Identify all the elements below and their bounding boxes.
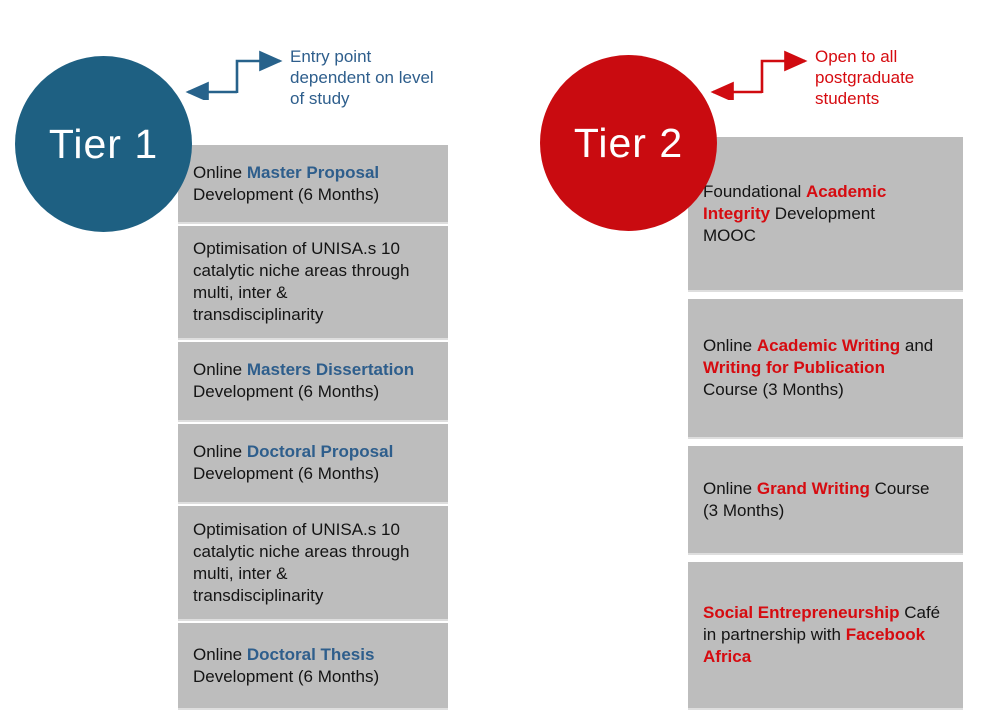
tier1-label: Tier 1 bbox=[48, 120, 159, 167]
tier2-box-2: Online Academic Writing and Writing for … bbox=[688, 299, 963, 437]
tier2-label: Tier 2 bbox=[573, 119, 684, 166]
tier1-box-2: Optimisation of UNISA.s 10 catalytic nic… bbox=[178, 226, 448, 338]
tier1-box-3: Online Masters Dissertation Development … bbox=[178, 342, 448, 420]
tier2-box-3-text: Online Grand Writing Course (3 Months) bbox=[703, 478, 930, 520]
tier1-connector-arrow-icon bbox=[185, 50, 283, 100]
tier1-box-1: Online Master Proposal Development (6 Mo… bbox=[178, 145, 448, 222]
tier1-box-column: Online Master Proposal Development (6 Mo… bbox=[178, 145, 448, 708]
tier2-box-3: Online Grand Writing Course (3 Months) bbox=[688, 446, 963, 553]
tier1-box-6: Online Doctoral Thesis Development (6 Mo… bbox=[178, 623, 448, 708]
tier2-box-4-text: Social Entrepreneurship Café in partners… bbox=[703, 603, 941, 666]
tier1-box-5-text: Optimisation of UNISA.s 10 catalytic nic… bbox=[193, 519, 410, 605]
tier1-box-3-text: Online Masters Dissertation Development … bbox=[193, 360, 415, 401]
tier1-box-4-text: Online Doctoral Proposal Development (6 … bbox=[193, 442, 394, 483]
tier2-annotation-text: Open to all postgraduate students bbox=[815, 47, 915, 108]
tier1-annotation-text: Entry point dependent on level of study bbox=[290, 47, 434, 108]
tier1-box-2-text: Optimisation of UNISA.s 10 catalytic nic… bbox=[193, 239, 410, 324]
tier2-box-4: Social Entrepreneurship Café in partners… bbox=[688, 562, 963, 708]
tier2-circle: Tier 2 bbox=[540, 55, 717, 231]
tier2-box-2-text: Online Academic Writing and Writing for … bbox=[703, 336, 934, 399]
tier1-box-5: Optimisation of UNISA.s 10 catalytic nic… bbox=[178, 506, 448, 619]
tier2-connector-arrow-icon bbox=[710, 50, 808, 100]
tier2-box-1-text: Foundational Academic Integrity Developm… bbox=[703, 181, 887, 245]
tier2-box-column: Foundational Academic Integrity Developm… bbox=[688, 137, 963, 708]
tier1-box-1-text: Online Master Proposal Development (6 Mo… bbox=[193, 162, 380, 204]
tier2-box-1: Foundational Academic Integrity Developm… bbox=[688, 137, 963, 290]
tier1-box-6-text: Online Doctoral Thesis Development (6 Mo… bbox=[193, 644, 380, 686]
tier1-circle: Tier 1 bbox=[15, 56, 192, 232]
tier1-box-4: Online Doctoral Proposal Development (6 … bbox=[178, 424, 448, 502]
